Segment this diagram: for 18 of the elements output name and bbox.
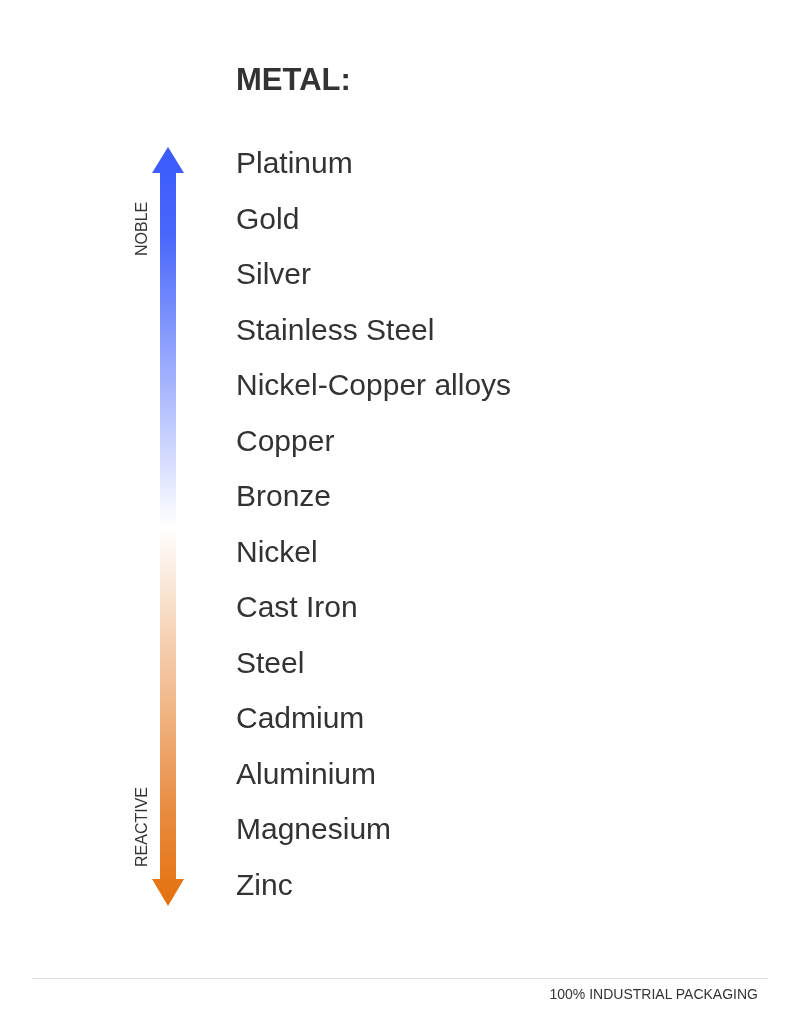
- metal-name: Nickel: [236, 534, 318, 569]
- metal-name: Aluminium: [236, 756, 377, 791]
- metal-name: Silver: [236, 257, 311, 291]
- metal-name: Stainless Steel: [236, 312, 435, 347]
- metal-name: Copper: [236, 423, 335, 458]
- metal-name: Cast Iron: [236, 590, 358, 624]
- heading: METAL:: [236, 62, 351, 98]
- metal-name: Cadmium: [236, 701, 365, 735]
- metal-name: Steel: [236, 645, 305, 680]
- metal-name: Nickel-Copper alloys: [236, 368, 512, 402]
- metal-name: Gold: [236, 201, 300, 236]
- metal-name: Magnesium: [236, 812, 392, 846]
- footer-text: 100% INDUSTRIAL PACKAGING: [549, 986, 758, 1002]
- metal-name: Platinum: [236, 146, 353, 180]
- scale-label: REACTIVE: [133, 787, 151, 867]
- metal-name: Zinc: [236, 867, 293, 902]
- scale-label: NOBLE: [133, 201, 151, 256]
- metal-name: Bronze: [236, 479, 332, 513]
